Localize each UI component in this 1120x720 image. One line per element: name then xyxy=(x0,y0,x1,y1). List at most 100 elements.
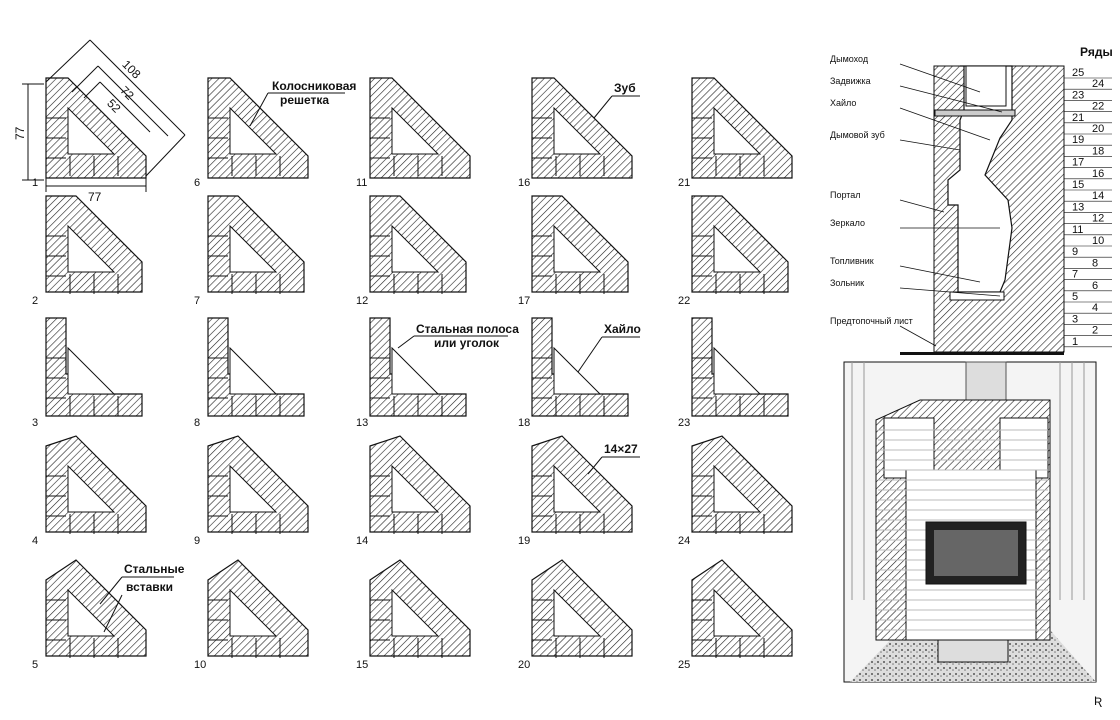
plan-void xyxy=(713,588,762,637)
row-number-label: 17 xyxy=(518,295,530,307)
plan-void xyxy=(553,224,602,273)
section-row-17: 17 xyxy=(1072,157,1084,169)
row-plan-16: 16 xyxy=(518,77,633,189)
section-label: Задвижка xyxy=(830,76,871,86)
section-row-14: 14 xyxy=(1092,190,1104,202)
section-row-1: 1 xyxy=(1072,336,1078,348)
section-label: Хайло xyxy=(830,98,856,108)
row-plan-17: 17 xyxy=(518,195,629,307)
section-row-16: 16 xyxy=(1092,168,1104,180)
row-number-label: 23 xyxy=(678,417,690,429)
section-row-22: 22 xyxy=(1092,101,1104,113)
row-plan-6: 6 xyxy=(194,77,309,189)
row-plan-8: 8 xyxy=(194,317,305,429)
grate-label-line2: решетка xyxy=(280,93,329,107)
plan-void xyxy=(67,464,116,513)
plan-void xyxy=(391,346,440,395)
plan-void xyxy=(553,106,602,155)
section-drawing: Ряды 25242322212019181716151413121110987… xyxy=(830,45,1113,355)
section-label: Предтопочный лист xyxy=(830,316,913,326)
section-row-5: 5 xyxy=(1072,291,1078,303)
dim-52: 52 xyxy=(104,96,124,116)
plan-void xyxy=(67,224,116,273)
section-label: Дымовой зуб xyxy=(830,130,885,140)
section-label: Зеркало xyxy=(830,218,865,228)
plan-void xyxy=(713,224,762,273)
row-plan-13: 13 xyxy=(356,317,467,429)
row-plan-21: 21 xyxy=(678,77,793,189)
plan-outline xyxy=(691,435,793,533)
section-row-15: 15 xyxy=(1072,179,1084,191)
section-row-24: 24 xyxy=(1092,78,1104,90)
size-label: 14×27 xyxy=(604,442,638,456)
row-plan-23: 23 xyxy=(678,317,789,429)
section-row-21: 21 xyxy=(1072,112,1084,124)
section-row-13: 13 xyxy=(1072,201,1084,213)
row-plan-4: 4 xyxy=(32,435,147,547)
plan-void xyxy=(391,106,440,155)
plan-void xyxy=(391,464,440,513)
row-number-label: 10 xyxy=(194,659,206,671)
section-row-3: 3 xyxy=(1072,313,1078,325)
section-row-19: 19 xyxy=(1072,134,1084,146)
plan-void xyxy=(391,588,440,637)
row-number-label: 20 xyxy=(518,659,530,671)
row-plan-12: 12 xyxy=(356,195,467,307)
dim-72: 72 xyxy=(117,83,137,103)
section-rows-title: Ряды xyxy=(1080,45,1113,59)
plan-void xyxy=(553,464,602,513)
row-plan-20: 20 xyxy=(518,559,633,671)
plan-void xyxy=(229,346,278,395)
section-row-23: 23 xyxy=(1072,89,1084,101)
watermark-logo: Ʀ xyxy=(1094,694,1102,708)
plan-void xyxy=(67,106,116,155)
row-plan-19: 19 xyxy=(518,435,633,547)
row-number-label: 19 xyxy=(518,535,530,547)
row-number-label: 25 xyxy=(678,659,690,671)
row-number-label: 16 xyxy=(518,177,530,189)
row-number-label: 4 xyxy=(32,535,38,547)
row-number-label: 15 xyxy=(356,659,368,671)
dim-77-bottom: 77 xyxy=(88,190,102,204)
row-number-label: 9 xyxy=(194,535,200,547)
row-number-label: 12 xyxy=(356,295,368,307)
row-plan-7: 7 xyxy=(194,195,305,307)
plan-void xyxy=(67,346,116,395)
section-row-8: 8 xyxy=(1092,257,1098,269)
row-number-label: 21 xyxy=(678,177,690,189)
row-number-label: 24 xyxy=(678,535,690,547)
row-plan-3: 3 xyxy=(32,317,143,429)
plan-void xyxy=(229,464,278,513)
section-row-12: 12 xyxy=(1092,213,1104,225)
plan-void xyxy=(713,346,762,395)
row-plan-22: 22 xyxy=(678,195,789,307)
row-plan-9: 9 xyxy=(194,435,309,547)
section-row-7: 7 xyxy=(1072,269,1078,281)
fireplace-perspective-illustration xyxy=(843,361,1097,683)
plan-outline xyxy=(531,559,633,657)
section-row-11: 11 xyxy=(1072,224,1083,236)
section-label: Дымоход xyxy=(830,54,869,64)
plan-outline xyxy=(369,77,471,179)
row-plans: 1234567891011121314151617181920212223242… xyxy=(32,77,793,671)
row-number-label: 7 xyxy=(194,295,200,307)
row-number-label: 3 xyxy=(32,417,38,429)
plan-void xyxy=(67,588,116,637)
plan-void xyxy=(713,464,762,513)
row-plan-15: 15 xyxy=(356,559,471,671)
inserts-label-line2: вставки xyxy=(126,580,173,594)
plan-outline xyxy=(369,435,471,533)
row-plan-10: 10 xyxy=(194,559,309,671)
row-number-label: 6 xyxy=(194,177,200,189)
row-plan-5: 5 xyxy=(32,559,147,671)
plan-void xyxy=(391,224,440,273)
row-plan-1: 1 xyxy=(32,77,147,189)
row-plan-11: 11 xyxy=(356,77,471,189)
row-number-label: 13 xyxy=(356,417,368,429)
steel-strip-label-line2: или уголок xyxy=(434,336,500,350)
section-row-20: 20 xyxy=(1092,123,1104,135)
row-number-label: 18 xyxy=(518,417,530,429)
row-number-label: 22 xyxy=(678,295,690,307)
plan-outline xyxy=(45,435,147,533)
plan-outline xyxy=(691,559,793,657)
